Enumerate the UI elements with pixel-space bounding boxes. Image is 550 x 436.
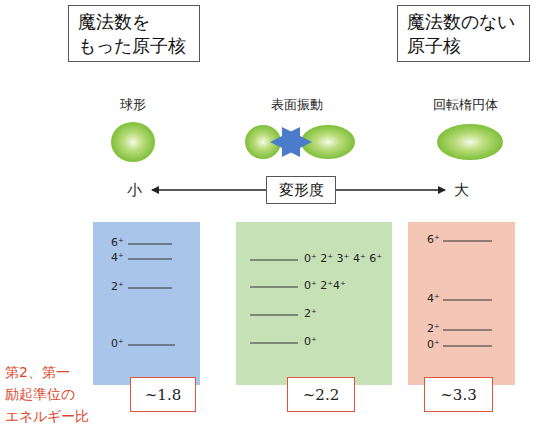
level-label: 2⁺ xyxy=(427,322,440,336)
shape-label: 回転楕円体 xyxy=(420,96,510,114)
ratio-note: 第2、第一 励起準位の エネルギー比 xyxy=(5,361,95,427)
level-label: 6⁺ xyxy=(111,236,124,250)
scale-end: 大 xyxy=(451,181,471,200)
box-title: 魔法数のない 原子核 xyxy=(407,10,522,58)
level-line xyxy=(128,244,172,245)
level-label: 0⁺ xyxy=(304,335,317,349)
level-line xyxy=(443,330,492,331)
ratio-box: ~1.8 xyxy=(130,377,196,412)
level-line xyxy=(128,259,172,260)
ratio-box: ~2.2 xyxy=(287,377,355,412)
deformation-axis-right xyxy=(336,189,445,190)
ratio-box: ~3.3 xyxy=(424,377,493,412)
level-label: 0⁺ 2⁺ 3⁺ 4⁺ 6⁺ xyxy=(304,252,382,266)
scale-end: 小 xyxy=(124,181,144,200)
level-panel: 6⁺4⁺ 2⁺ 0⁺ xyxy=(93,222,200,385)
level-line xyxy=(250,343,298,344)
title-box: 魔法数のない 原子核 xyxy=(397,5,530,62)
box-title: 魔法数を もった原子核 xyxy=(78,10,193,58)
axis-label: 変形度 xyxy=(279,181,324,200)
energy-ratio: ~2.2 xyxy=(303,386,339,404)
level-label: 4⁺ xyxy=(111,251,124,265)
level-line xyxy=(128,345,175,346)
level-label: 0⁺ xyxy=(427,338,440,352)
level-panel: 0⁺ 2⁺ 3⁺ 4⁺ 6⁺ 0⁺ 2⁺4⁺ 2⁺ 0⁺ xyxy=(236,222,392,385)
level-label: 0⁺ 2⁺4⁺ xyxy=(304,279,346,293)
level-line xyxy=(443,241,492,242)
shape-label: 球形 xyxy=(103,96,163,114)
level-line xyxy=(443,300,492,301)
level-line xyxy=(128,288,172,289)
level-line xyxy=(443,346,492,347)
spherical-nucleus xyxy=(111,122,155,162)
level-label: 0⁺ xyxy=(111,337,124,351)
deformation-axis-left xyxy=(152,189,266,190)
energy-ratio: ~1.8 xyxy=(145,386,181,404)
level-line xyxy=(250,287,298,288)
level-label: 4⁺ xyxy=(427,292,440,306)
level-label: 2⁺ xyxy=(111,280,124,294)
deformed-nucleus xyxy=(437,124,503,160)
vibrating-nucleus-large xyxy=(301,125,355,159)
level-line xyxy=(250,260,298,261)
axis-label-box: 変形度 xyxy=(266,176,336,204)
shape-label: 表面振動 xyxy=(252,96,342,114)
level-panel: 6⁺ 4⁺ 2⁺ 0⁺ xyxy=(408,222,515,385)
energy-ratio: ~3.3 xyxy=(440,386,476,404)
title-box: 魔法数を もった原子核 xyxy=(68,5,200,62)
level-line xyxy=(250,315,298,316)
vibrating-nucleus-small xyxy=(245,125,281,159)
vibration-arrow xyxy=(285,140,297,145)
level-label: 2⁺ xyxy=(304,307,317,321)
level-label: 6⁺ xyxy=(427,233,440,247)
